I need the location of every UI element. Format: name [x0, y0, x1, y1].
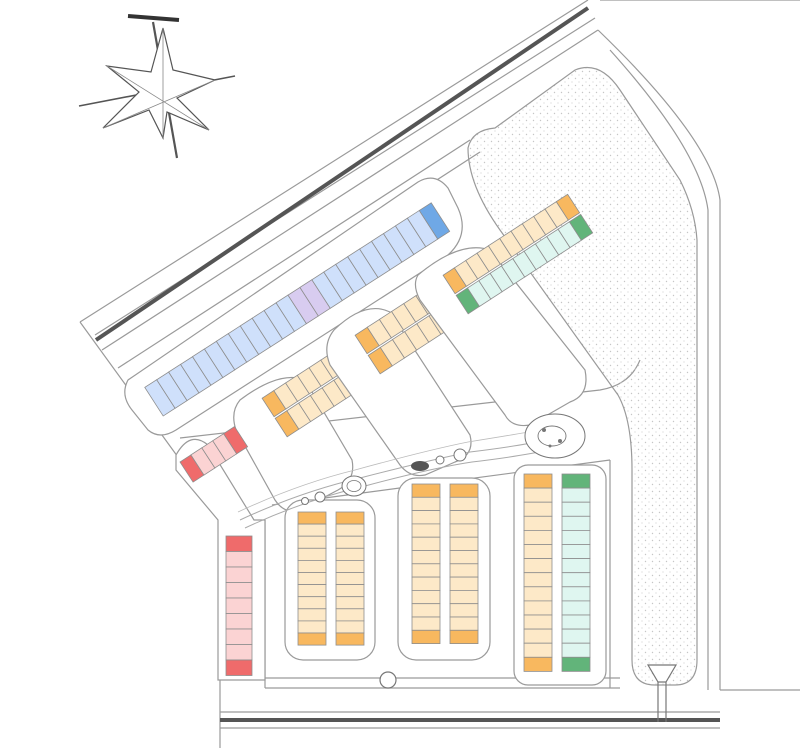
lot-orange — [335, 632, 365, 646]
lot-red — [225, 644, 253, 661]
lot-orange — [411, 496, 441, 511]
lot-orange — [523, 614, 553, 630]
lot-mint — [561, 614, 591, 630]
lot-orange — [335, 620, 365, 634]
lot-orange — [449, 483, 479, 498]
landscape-spine — [237, 413, 586, 689]
lot-orange — [411, 590, 441, 605]
lot-orange — [335, 511, 365, 525]
lot-orange — [523, 572, 553, 588]
lot-orange — [411, 510, 441, 525]
lot-red — [225, 551, 253, 568]
lot-mint — [561, 572, 591, 588]
lot-orange — [449, 550, 479, 565]
lot-red — [225, 628, 253, 645]
lot-orange — [449, 629, 479, 644]
lot-orange — [411, 550, 441, 565]
block-red — [175, 426, 266, 681]
lot-mint — [561, 473, 591, 489]
lot-orange — [297, 535, 327, 549]
lot-orange — [523, 473, 553, 489]
lot-orange — [297, 572, 327, 586]
lot-mint — [568, 213, 594, 241]
lot-orange — [411, 523, 441, 538]
lot-orange — [297, 584, 327, 598]
lot-red — [225, 613, 253, 630]
lot-mint — [561, 642, 591, 658]
lot-orange — [335, 608, 365, 622]
block-diagonal-3 — [414, 193, 594, 427]
lot-orange — [297, 620, 327, 634]
lot-orange — [411, 536, 441, 551]
lot-orange — [297, 596, 327, 610]
lot-blue — [418, 202, 451, 240]
lot-orange — [449, 536, 479, 551]
lot-orange — [335, 560, 365, 573]
lot-orange — [523, 515, 553, 531]
lot-red — [225, 597, 253, 614]
lot-orange — [335, 596, 365, 610]
lot-mint — [561, 501, 591, 517]
lot-orange — [449, 576, 479, 591]
compass-rose-icon — [78, 14, 236, 159]
lot-orange — [523, 530, 553, 545]
lot-orange — [335, 584, 365, 598]
lot-orange — [411, 576, 441, 591]
lot-orange — [523, 628, 553, 644]
lot-orange — [297, 523, 327, 537]
lot-orange — [335, 572, 365, 586]
lot-orange — [449, 496, 479, 511]
lot-orange — [523, 558, 553, 574]
lot-orange — [297, 632, 327, 646]
block-north-strip — [124, 177, 463, 436]
lot-orange — [411, 563, 441, 578]
lot-orange — [411, 629, 441, 644]
lot-orange — [523, 501, 553, 517]
lot-mint — [561, 530, 591, 545]
lot-red — [223, 426, 249, 455]
lot-orange — [523, 487, 553, 503]
lot-orange — [449, 603, 479, 618]
block-south-3 — [513, 464, 607, 686]
lot-orange — [297, 511, 327, 525]
lot-orange — [411, 603, 441, 618]
lot-red — [225, 582, 253, 599]
lot-orange — [297, 608, 327, 622]
lot-orange — [335, 523, 365, 537]
lot-mint — [561, 600, 591, 616]
lot-mint — [561, 656, 591, 672]
lot-mint — [561, 558, 591, 574]
lot-orange — [523, 642, 553, 658]
lot-orange — [335, 547, 365, 561]
lot-orange — [411, 616, 441, 631]
lot-mint — [561, 628, 591, 644]
lot-orange — [411, 483, 441, 498]
lot-orange — [555, 193, 581, 221]
block-south-1 — [284, 499, 376, 661]
lot-red — [225, 535, 253, 552]
lot-orange — [523, 586, 553, 602]
lot-orange — [297, 560, 327, 573]
lot-orange — [449, 616, 479, 631]
lot-mint — [561, 586, 591, 602]
lot-red — [225, 659, 253, 676]
block-south-2 — [397, 477, 491, 661]
lot-orange — [449, 563, 479, 578]
lot-mint — [561, 515, 591, 531]
lot-orange — [449, 510, 479, 525]
lot-orange — [297, 547, 327, 561]
lot-orange — [523, 600, 553, 616]
park-entrance-icon — [646, 664, 678, 722]
lot-orange — [335, 535, 365, 549]
lot-mint — [561, 544, 591, 560]
lot-mint — [561, 487, 591, 503]
lot-orange — [449, 523, 479, 538]
lot-orange — [523, 656, 553, 672]
lot-orange — [523, 544, 553, 560]
lot-orange — [449, 590, 479, 605]
lot-red — [225, 566, 253, 583]
